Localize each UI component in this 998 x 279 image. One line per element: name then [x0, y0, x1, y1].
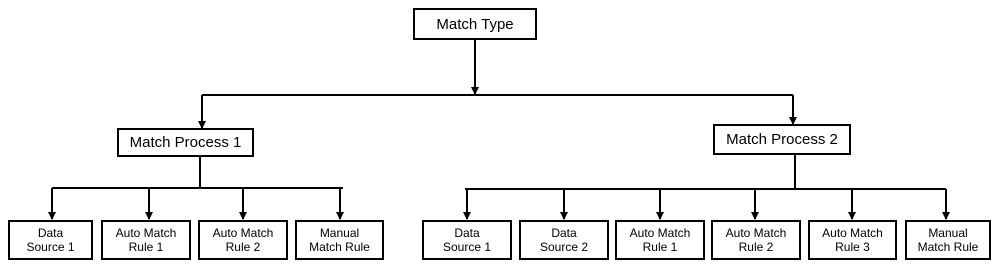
node-label: Match Process 1 — [129, 134, 242, 151]
node-p1-child-3: Auto Match Rule 2 — [198, 220, 288, 260]
node-label: Auto Match Rule 2 — [725, 226, 787, 254]
node-p2-child-4: Auto Match Rule 2 — [711, 220, 801, 260]
node-label: Manual Match Rule — [917, 226, 979, 254]
node-p2-child-2: Data Source 2 — [519, 220, 609, 260]
node-p1-child-4: Manual Match Rule — [295, 220, 384, 260]
node-p1-child-1: Data Source 1 — [8, 220, 93, 260]
node-match-type: Match Type — [413, 8, 537, 40]
node-match-process-2: Match Process 2 — [713, 124, 851, 155]
node-label: Data Source 2 — [539, 226, 589, 254]
node-p2-child-5: Auto Match Rule 3 — [808, 220, 897, 260]
node-p2-child-3: Auto Match Rule 1 — [615, 220, 705, 260]
node-label: Auto Match Rule 2 — [212, 226, 274, 254]
node-match-process-1: Match Process 1 — [117, 128, 254, 157]
node-p1-child-2: Auto Match Rule 1 — [101, 220, 191, 260]
node-label: Auto Match Rule 1 — [629, 226, 691, 254]
node-label: Data Source 1 — [442, 226, 492, 254]
node-label: Match Process 2 — [726, 131, 838, 148]
node-label: Manual Match Rule — [309, 226, 370, 254]
node-p2-child-1: Data Source 1 — [422, 220, 512, 260]
node-label: Auto Match Rule 1 — [115, 226, 177, 254]
node-label: Auto Match Rule 3 — [822, 226, 883, 254]
node-p2-child-6: Manual Match Rule — [905, 220, 991, 260]
node-label: Match Type — [436, 15, 514, 33]
node-label: Data Source 1 — [26, 226, 75, 254]
